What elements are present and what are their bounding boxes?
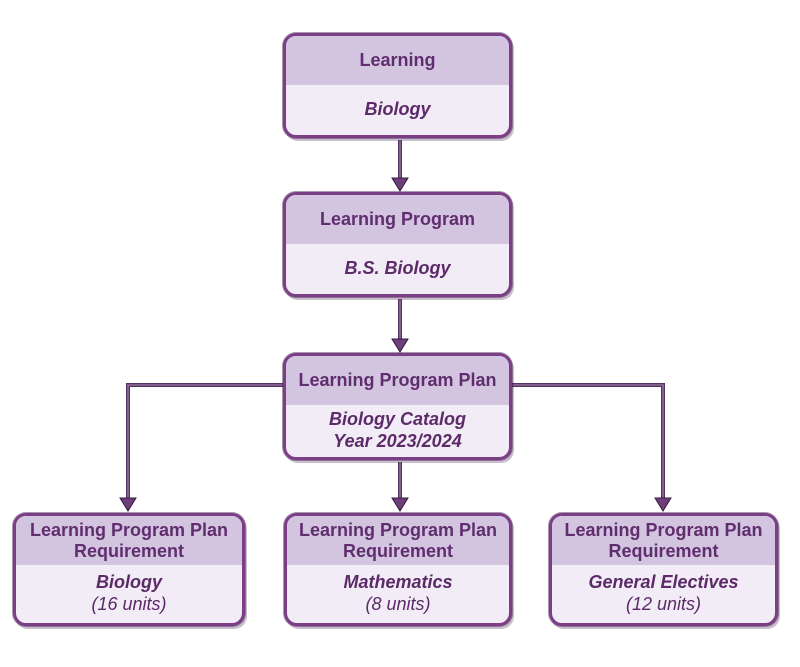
arrowhead-down-icon bbox=[391, 497, 409, 512]
arrowhead-down-icon bbox=[654, 497, 672, 512]
node-learning-program-header: Learning Program bbox=[286, 195, 509, 244]
node-requirement-general-electives: Learning Program Plan Requirement Genera… bbox=[549, 513, 778, 626]
node-body-line: B.S. Biology bbox=[344, 258, 451, 279]
arrowhead-down-icon bbox=[119, 497, 137, 512]
node-learning-program-plan: Learning Program Plan Biology Catalog Ye… bbox=[283, 353, 512, 460]
node-title: Learning Program Plan Requirement bbox=[29, 519, 229, 561]
connector-plan-to-requirement-biology bbox=[119, 383, 283, 512]
node-body-line: (12 units) bbox=[625, 594, 702, 614]
node-body-line: Mathematics bbox=[343, 572, 453, 593]
arrowhead-down-icon bbox=[391, 177, 409, 192]
node-requirement-general-electives-header: Learning Program Plan Requirement bbox=[552, 516, 775, 565]
node-title: Learning Program Plan Requirement bbox=[298, 519, 498, 561]
node-requirement-mathematics: Learning Program Plan Requirement Mathem… bbox=[284, 513, 512, 626]
node-requirement-biology-body: Biology (16 units) bbox=[16, 565, 242, 623]
node-learning-header: Learning bbox=[286, 36, 509, 85]
node-title: Learning Program bbox=[319, 209, 476, 230]
connector-plan-to-requirement-mathematics bbox=[391, 462, 409, 512]
node-body-line: General Electives bbox=[588, 572, 739, 593]
node-requirement-general-electives-body: General Electives (12 units) bbox=[552, 565, 775, 623]
node-learning-program: Learning Program B.S. Biology bbox=[283, 192, 512, 297]
node-requirement-biology: Learning Program Plan Requirement Biolog… bbox=[13, 513, 245, 626]
node-learning-body: Biology bbox=[286, 85, 509, 135]
node-body-line: Biology Catalog bbox=[328, 409, 466, 430]
connector-learning-to-program bbox=[391, 140, 409, 192]
node-body-line: (8 units) bbox=[365, 594, 431, 614]
node-learning-program-body: B.S. Biology bbox=[286, 244, 509, 294]
node-requirement-mathematics-body: Mathematics (8 units) bbox=[287, 565, 509, 623]
node-requirement-biology-header: Learning Program Plan Requirement bbox=[16, 516, 242, 565]
node-learning: Learning Biology bbox=[283, 33, 512, 138]
node-body-line: Year 2023/2024 bbox=[333, 431, 462, 451]
node-title: Learning Program Plan Requirement bbox=[564, 519, 763, 561]
connector-program-to-plan bbox=[391, 299, 409, 353]
connector-plan-to-requirement-general-electives bbox=[512, 383, 672, 512]
node-title: Learning Program Plan bbox=[298, 370, 497, 391]
arrowhead-down-icon bbox=[391, 338, 409, 353]
node-body-line: (16 units) bbox=[91, 594, 167, 614]
node-title: Learning bbox=[359, 50, 436, 71]
node-learning-program-plan-body: Biology Catalog Year 2023/2024 bbox=[286, 405, 509, 457]
node-body-line: Biology bbox=[364, 99, 431, 120]
node-learning-program-plan-header: Learning Program Plan bbox=[286, 356, 509, 405]
node-body-line: Biology bbox=[96, 572, 162, 593]
node-requirement-mathematics-header: Learning Program Plan Requirement bbox=[287, 516, 509, 565]
